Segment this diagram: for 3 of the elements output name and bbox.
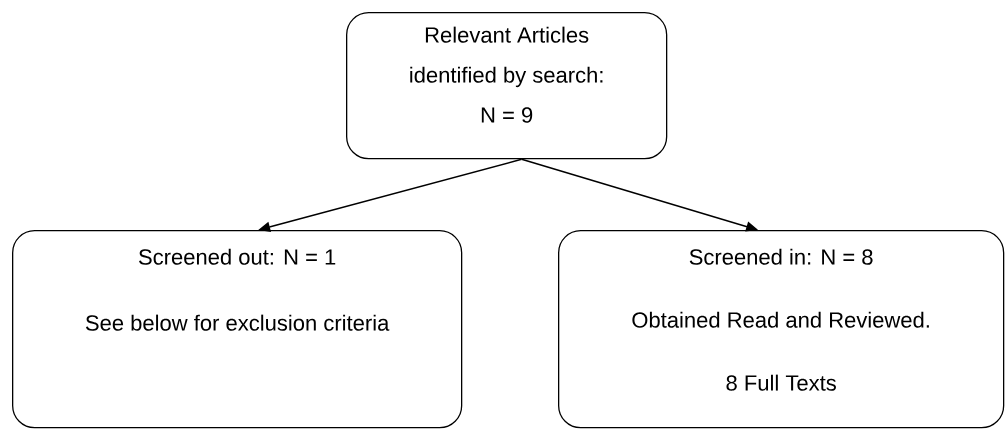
process-box: Screened in: N = 8 Obtained Read and Reviewed. 8 Full Texts <box>558 230 1005 429</box>
process-box: Screened out: N = 1 See below for exclusion criteria <box>12 230 463 429</box>
process-box: Relevant Articles identified by search: N = 9 <box>346 12 668 160</box>
